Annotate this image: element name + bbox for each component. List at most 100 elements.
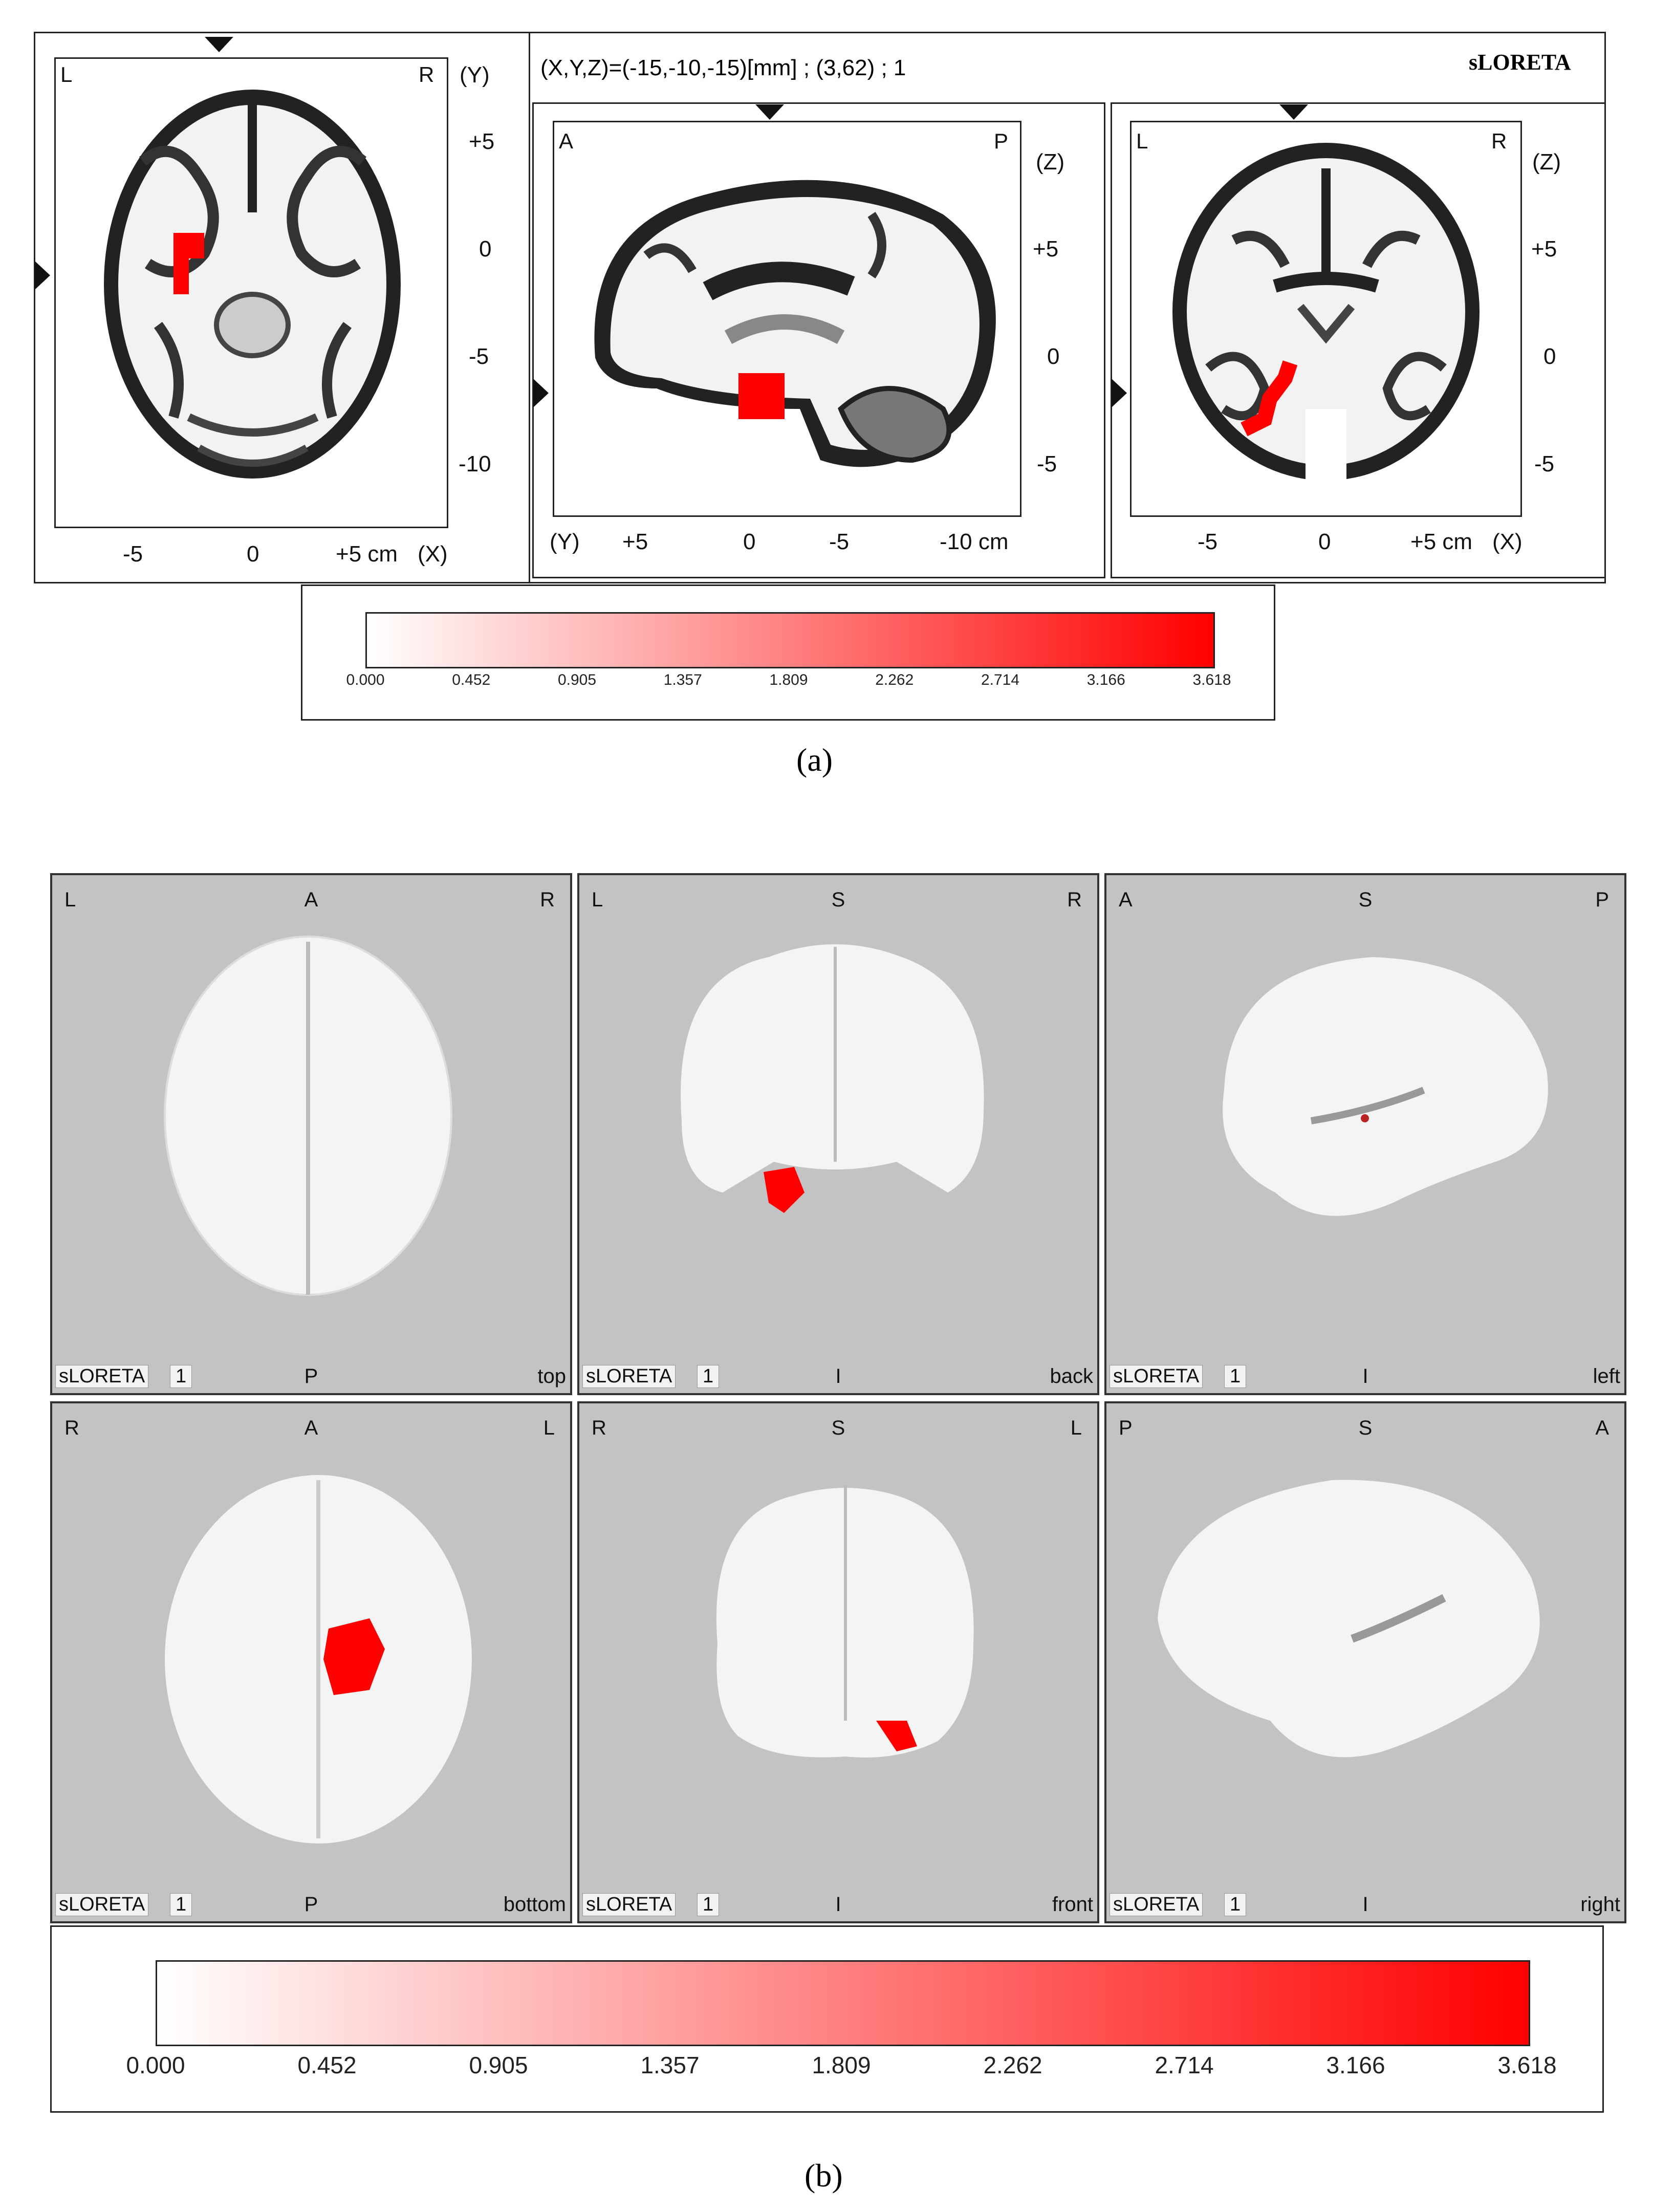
coronal-tick-right-1: +5 — [1531, 236, 1557, 262]
colorbar-tick-label: 3.166 — [1086, 671, 1125, 688]
axial-cursor-left-marker — [35, 261, 50, 290]
orientation-top-left: L — [64, 888, 76, 911]
colorbar-tick-label: 0.905 — [557, 671, 597, 688]
sagittal-cursor-left-marker — [533, 379, 549, 407]
coordinates-readout: (X,Y,Z)=(-15,-10,-15)[mm] ; (3,62) ; 1 — [540, 55, 906, 80]
coronal-tick-bottom-1: -5 — [1198, 529, 1218, 554]
axial-tick-bottom-3: +5 cm — [336, 541, 398, 567]
colorbar-tick-label: 2.714 — [981, 671, 1020, 688]
axial-activation — [173, 233, 189, 294]
sagittal-tick-bottom-3: 0 — [743, 529, 756, 554]
orientation-top-center: S — [831, 1417, 845, 1439]
axial-label-left: L — [60, 62, 73, 86]
method-badge: sLORETA — [1110, 1365, 1203, 1388]
colorbar-tick-label: 0.452 — [452, 671, 491, 688]
orientation-top-center: S — [1358, 1417, 1373, 1439]
sagittal-tick-bottom-5: -10 cm — [940, 529, 1009, 554]
colorbar-tick-label: 1.809 — [769, 671, 808, 688]
brain-surface-image — [716, 1485, 974, 1758]
colorbar-tick-label: 2.714 — [1155, 2052, 1214, 2078]
sagittal-cursor-top-marker — [755, 104, 784, 120]
axial-axis-y-label: (Y) — [460, 62, 490, 88]
orientation-top-left: P — [1119, 1417, 1133, 1439]
orientation-bottom-center: P — [304, 1365, 318, 1387]
orientation-bottom-center: I — [1362, 1365, 1368, 1387]
sagittal-tick-bottom-2: +5 — [622, 529, 648, 554]
coronal-activation — [1241, 360, 1298, 437]
orientation-top-center: A — [304, 1417, 318, 1439]
coronal-cursor-top-marker — [1279, 104, 1308, 120]
orientation-bottom-center: P — [304, 1893, 318, 1916]
coronal-tick-bottom-3: +5 cm — [1410, 529, 1473, 554]
frame-number: 1 — [1224, 1893, 1247, 1916]
coronal-tick-bottom-2: 0 — [1318, 529, 1331, 554]
sagittal-tick-right-2: 0 — [1047, 344, 1060, 369]
view-name: top — [537, 1365, 566, 1387]
view-name: right — [1580, 1893, 1620, 1916]
axial-tick-bottom-1: -5 — [123, 541, 143, 567]
sagittal-axis-z-label: (Z) — [1036, 149, 1065, 175]
sagittal-slice[interactable] — [553, 121, 1021, 517]
coronal-label-right: R — [1491, 129, 1507, 153]
coronal-tick-bottom-4: (X) — [1492, 529, 1522, 554]
axial-tick-right-2: 0 — [479, 236, 492, 262]
frame-number: 1 — [697, 1893, 720, 1916]
orientation-top-right: R — [540, 888, 555, 911]
coronal-cursor-left-marker — [1112, 379, 1127, 407]
sagittal-label-left: A — [559, 129, 574, 153]
orientation-top-left: A — [1119, 888, 1133, 911]
colorbar-gradient-b — [156, 1960, 1530, 2046]
caption-b: (b) — [804, 2157, 843, 2194]
axial-cursor-top-marker — [205, 37, 233, 52]
brain-surface-image — [165, 1475, 472, 1844]
brain-surface-image — [1223, 957, 1548, 1216]
sagittal-tick-right-3: -5 — [1037, 451, 1057, 476]
frame-number: 1 — [170, 1365, 192, 1388]
sagittal-tick-right-1: +5 — [1033, 236, 1059, 262]
colorbar-tick-label: 3.618 — [1497, 2052, 1557, 2078]
coronal-slice[interactable] — [1130, 121, 1522, 517]
axial-tick-right-1: +5 — [469, 129, 495, 154]
orientation-top-left: R — [592, 1417, 606, 1439]
colorbar-tick-label: 0.000 — [126, 2052, 185, 2078]
brain-surface-image — [1158, 1480, 1540, 1758]
colorbar-gradient-a — [365, 612, 1215, 668]
colorbar-tick-label: 1.809 — [812, 2052, 871, 2078]
method-badge: sLORETA — [582, 1893, 676, 1916]
colorbar-tick-label: 0.452 — [297, 2052, 357, 2078]
coronal-tick-right-3: -5 — [1534, 451, 1555, 476]
frame-number: 1 — [1224, 1365, 1247, 1388]
colorbar-tick-label: 1.357 — [640, 2052, 700, 2078]
method-label: sLORETA — [1469, 50, 1571, 75]
frame-number: 1 — [697, 1365, 720, 1388]
axial-brain-image — [104, 90, 401, 479]
method-badge: sLORETA — [1110, 1893, 1203, 1916]
sagittal-tick-bottom-4: -5 — [829, 529, 850, 554]
brain-surface-image — [681, 944, 984, 1213]
orientation-top-right: L — [543, 1417, 555, 1439]
method-badge: sLORETA — [55, 1365, 149, 1388]
colorbar-tick-label: 3.166 — [1326, 2052, 1385, 2078]
view-name: front — [1052, 1893, 1093, 1916]
orientation-bottom-center: I — [835, 1365, 841, 1387]
view-name: back — [1050, 1365, 1094, 1387]
colorbar-tick-label: 2.262 — [875, 671, 914, 688]
axial-slice[interactable] — [54, 57, 448, 528]
axial-tick-right-3: -5 — [469, 344, 489, 369]
caption-a: (a) — [796, 742, 833, 778]
orientation-bottom-center: I — [835, 1893, 841, 1916]
sagittal-activation — [738, 373, 785, 419]
orientation-top-left: R — [64, 1417, 79, 1439]
coronal-axis-z-label: (Z) — [1532, 149, 1561, 175]
axial-tick-bottom-4: (X) — [418, 541, 448, 567]
orientation-top-center: S — [1358, 888, 1373, 911]
sagittal-label-right: P — [994, 129, 1009, 153]
sagittal-brain-image — [594, 180, 996, 467]
colorbar-tick-label: 0.000 — [346, 671, 385, 688]
